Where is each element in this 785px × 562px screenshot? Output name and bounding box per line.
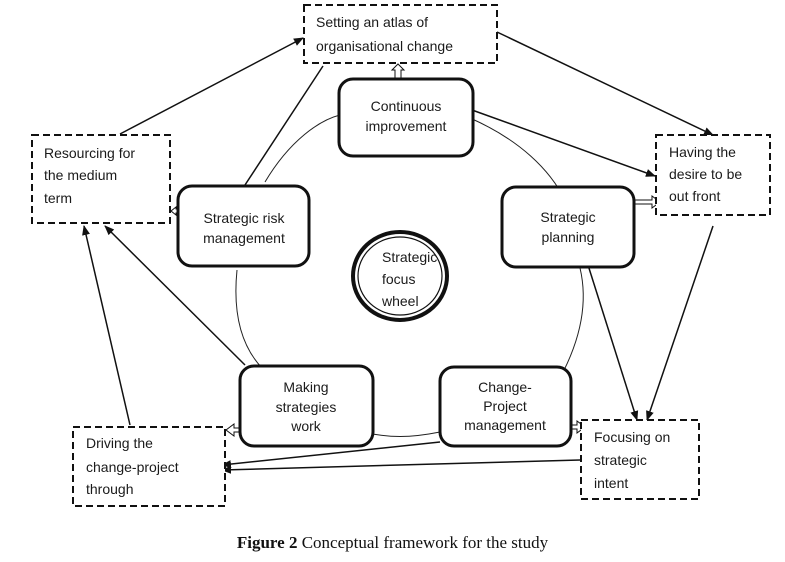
- outcome-label: the medium: [44, 167, 117, 183]
- wheel-node-label: management: [203, 230, 285, 246]
- outcome-label: intent: [594, 475, 628, 491]
- outcome-box-desire-out-front: Having the desire to be out front: [655, 134, 771, 216]
- outcome-label: strategic: [594, 452, 647, 468]
- wheel-node-label: work: [290, 418, 322, 434]
- wheel-node-label: planning: [542, 229, 595, 245]
- outcome-label: Having the: [669, 144, 736, 160]
- figure-caption-text: Conceptual framework for the study: [301, 533, 549, 552]
- wheel-node-strategic-planning: Strategic planning: [500, 185, 636, 269]
- outcome-label: organisational change: [316, 38, 453, 54]
- wheel-node-making-strategies-work: Making strategies work: [238, 364, 375, 448]
- wheel-node-change-project-management: Change- Project management: [438, 365, 573, 448]
- figure-caption: Figure 2 Conceptual framework for the st…: [0, 533, 785, 553]
- center-label: Strategic: [382, 249, 437, 265]
- arrows-layer: [82, 31, 714, 474]
- wheel-node-strategic-risk-management: Strategic risk management: [176, 184, 311, 268]
- wheel-node-label: strategies: [276, 399, 337, 415]
- outcome-label: Focusing on: [594, 429, 670, 445]
- wheel-node-label: Strategic risk: [204, 210, 286, 226]
- center-label: focus: [382, 271, 415, 287]
- arrow-making-to-resourcing: [104, 225, 246, 366]
- wheel-node-label: improvement: [366, 118, 447, 134]
- arrow-planning-to-focusing: [587, 264, 639, 421]
- outcome-label: Resourcing for: [44, 145, 135, 161]
- outcome-box-setting-atlas: Setting an atlas of organisational chang…: [303, 4, 498, 64]
- arrow-risk-to-atlas: [242, 65, 324, 189]
- wheel-node-label: Strategic: [540, 209, 595, 225]
- conceptual-framework-diagram: Setting an atlas of organisational chang…: [31, 4, 771, 507]
- outcome-box-driving-change-project: Driving the change-project through: [72, 426, 226, 507]
- outcome-box-focusing-strategic-intent: Focusing on strategic intent: [580, 419, 700, 500]
- arrow-atlas-to-desire: [496, 31, 714, 136]
- outcome-label: out front: [669, 188, 720, 204]
- outcome-label: term: [44, 190, 72, 206]
- outcome-box-resourcing-medium-term: Resourcing for the medium term: [31, 134, 171, 224]
- wheel-node-continuous-improvement: Continuous improvement: [337, 77, 475, 158]
- wheel-node-label: Project: [483, 398, 527, 414]
- outcome-label: Driving the: [86, 435, 153, 451]
- center-strategic-focus-wheel: Strategic focus wheel: [351, 230, 449, 322]
- arrow-desire-to-focusing: [646, 225, 714, 421]
- center-label: wheel: [381, 293, 419, 309]
- wheel-node-label: management: [464, 417, 546, 433]
- outcome-label: desire to be: [669, 166, 742, 182]
- outcome-label: Setting an atlas of: [316, 14, 428, 30]
- arrow-resourcing-to-atlas: [119, 37, 304, 135]
- wheel-node-label: Continuous: [371, 98, 442, 114]
- arrow-changeproject-to-driving: [221, 441, 441, 469]
- figure-caption-label: Figure 2: [236, 533, 298, 552]
- outcome-label: through: [86, 481, 133, 497]
- arrow-driving-to-resourcing: [82, 225, 131, 426]
- wheel-node-label: Making: [283, 379, 328, 395]
- arrow-focusing-to-driving: [221, 459, 581, 474]
- wheel-node-label: Change-: [478, 379, 532, 395]
- outcome-label: change-project: [86, 459, 179, 475]
- arrow-continuous-to-desire: [471, 109, 656, 177]
